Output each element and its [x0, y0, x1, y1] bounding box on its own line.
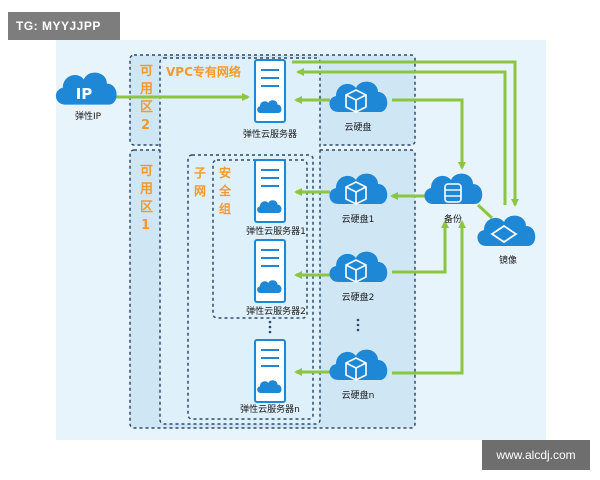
- subnet-char: 子: [194, 166, 206, 180]
- ellipsis-icon: [268, 320, 272, 334]
- arrow-diskn-to-backup: [392, 220, 466, 375]
- vpc-boundary: [159, 57, 321, 425]
- subnet-label: 子 网: [194, 166, 206, 198]
- server-node: [254, 59, 286, 123]
- zone2-char: 用: [139, 82, 153, 97]
- disk-node: [329, 81, 388, 113]
- server-node: [254, 239, 286, 303]
- arrow-disk2-to-backup: [392, 220, 449, 274]
- zone2-label: 可 用 区 2: [139, 64, 153, 133]
- zone2-char: 2: [141, 118, 150, 133]
- site-watermark: www.alcdj.com: [482, 440, 590, 470]
- arrow-image-to-server: [296, 68, 507, 205]
- disk-label: 云硬盘1: [342, 213, 375, 225]
- elastic-ip-caption: 弹性IP: [75, 110, 102, 122]
- arrow-server-to-image: [292, 60, 519, 207]
- server-label: 弹性云服务器2: [246, 305, 306, 317]
- security-group-char: 安: [219, 165, 231, 180]
- vpc-title: VPC专有网络: [166, 64, 241, 79]
- security-group-char: 组: [219, 201, 231, 216]
- disk-node: [329, 251, 388, 283]
- image-node: [477, 215, 536, 246]
- disk-node: [329, 349, 388, 381]
- disk-node: [329, 173, 388, 205]
- elastic-ip-node: IP: [55, 72, 117, 105]
- security-group-label: 安 全 组: [218, 165, 232, 216]
- arrow-disk-to-backup: [392, 98, 466, 170]
- server-label: 弹性云服务器n: [240, 403, 300, 415]
- zone1-label: 可 用 区 1: [139, 164, 153, 233]
- connector-backup-image: [476, 203, 494, 220]
- zone1-char: 1: [141, 218, 150, 233]
- backup-label: 备份: [444, 213, 462, 225]
- backup-node: [424, 173, 483, 204]
- server-node: [254, 339, 286, 403]
- disk-label: 云硬盘n: [342, 389, 375, 401]
- zone2-char: 区: [140, 100, 153, 115]
- ip-label: IP: [76, 85, 93, 103]
- ellipsis-icon: [356, 318, 360, 332]
- security-group-char: 全: [218, 183, 232, 198]
- server-label: 弹性云服务器: [243, 128, 297, 140]
- zone1-char: 区: [140, 200, 153, 215]
- subnet-boundary: [187, 154, 314, 420]
- zone1-char: 可: [140, 164, 153, 179]
- telegram-tag: TG: MYYJJPP: [8, 12, 120, 40]
- zone2-char: 可: [140, 64, 153, 79]
- server-node: [254, 159, 286, 223]
- disk-label: 云硬盘: [344, 121, 371, 133]
- disk-label: 云硬盘2: [342, 291, 375, 303]
- image-label: 镜像: [499, 254, 517, 266]
- subnet-char: 网: [194, 184, 206, 198]
- zone1-char: 用: [139, 182, 153, 197]
- server-label: 弹性云服务器1: [246, 225, 306, 237]
